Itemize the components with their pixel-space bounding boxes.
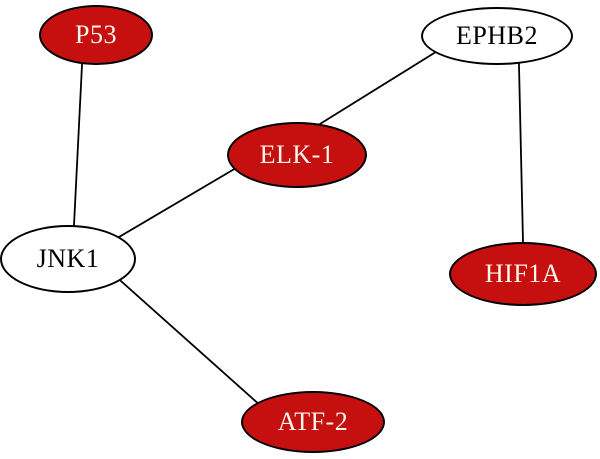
node-jnk1-label: JNK1 [36,244,100,273]
node-hif1a[interactable]: HIF1A [449,242,597,306]
node-p53[interactable]: P53 [39,5,153,65]
node-elk1-label: ELK-1 [259,140,335,169]
node-ephb2-label: EPHB2 [456,21,538,50]
edge-elk-1-ephb2 [315,46,444,128]
node-ephb2[interactable]: EPHB2 [421,7,573,65]
edge-jnk1-atf-2 [110,272,264,408]
edge-p53-jnk1 [72,50,84,240]
node-jnk1[interactable]: JNK1 [0,225,136,293]
node-atf2-label: ATF-2 [277,407,349,436]
node-hif1a-label: HIF1A [484,259,562,288]
node-elk1[interactable]: ELK-1 [227,122,367,188]
node-atf2[interactable]: ATF-2 [241,391,385,453]
node-p53-label: P53 [75,20,117,49]
edge-ephb2-hif1a [517,51,525,257]
edge-jnk1-elk-1 [106,163,244,245]
